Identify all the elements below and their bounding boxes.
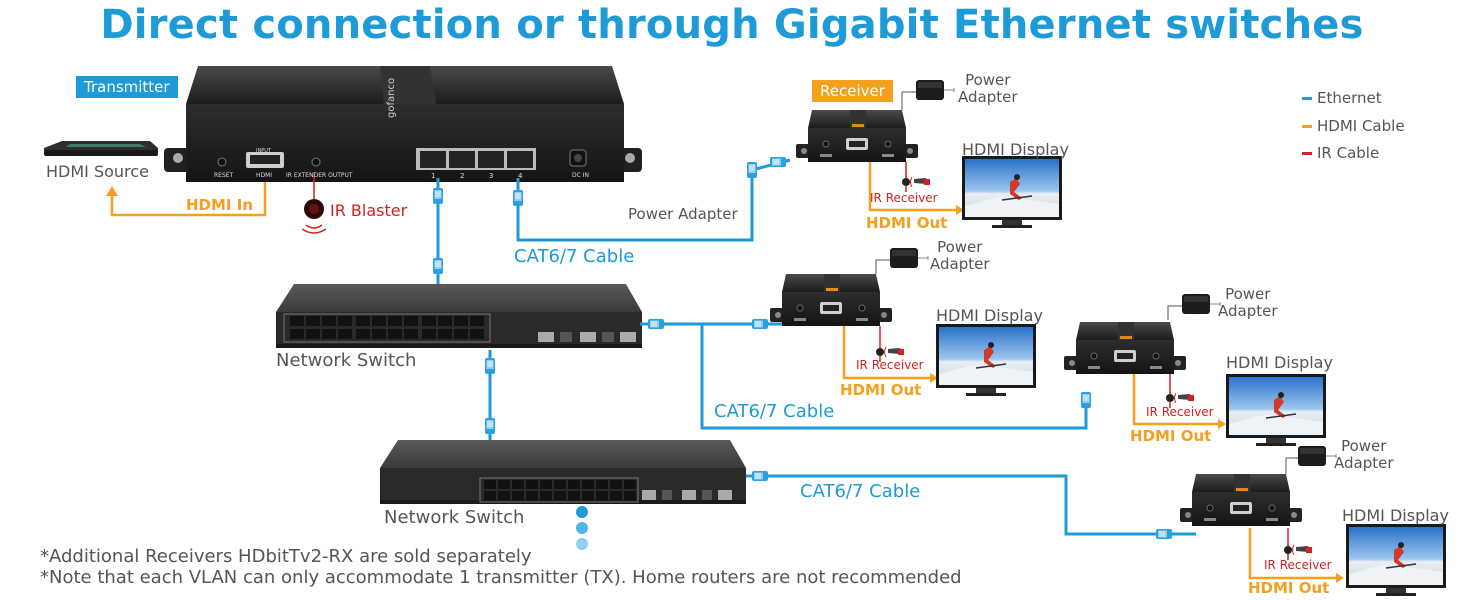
receiver-1-hdmi-out-label: HDMI Out — [866, 214, 948, 232]
receiver-2 — [769, 273, 893, 327]
receiver-2-display-label: HDMI Display — [936, 306, 1043, 325]
lan-port-3-label: 3 — [489, 172, 494, 180]
network-switch-1-label: Network Switch — [276, 350, 417, 371]
ir-blaster-icon — [301, 172, 327, 234]
network-switch-1 — [276, 284, 642, 348]
hdmi-display-3 — [1225, 373, 1327, 447]
cable-label-2: CAT6/7 Cable — [714, 401, 835, 422]
receiver-3 — [1063, 321, 1187, 375]
lan-port-4-label: 4 — [518, 172, 523, 180]
receiver-1-display-label: HDMI Display — [962, 140, 1069, 159]
receiver-3-hdmi-out-label: HDMI Out — [1130, 427, 1212, 445]
legend-ir: IR Cable — [1302, 144, 1379, 162]
hdmi-in-label: HDMI In — [186, 196, 253, 214]
ir-blaster-label: IR Blaster — [330, 201, 408, 220]
hdmi-display-2 — [935, 323, 1037, 397]
power-adapter-cable-label: Power Adapter — [628, 205, 738, 223]
transmitter-device — [164, 66, 642, 182]
cable-label-3: CAT6/7 Cable — [800, 481, 921, 502]
receiver-1-ir-label: IR Receiver — [870, 191, 938, 205]
hdmi-source-device — [44, 141, 158, 156]
legend-hdmi-swatch — [1302, 125, 1312, 128]
receiver-4-hdmi-out-label: HDMI Out — [1248, 579, 1330, 597]
hdmi-display-4 — [1345, 523, 1447, 597]
transmitter-dc-label: DC IN — [572, 172, 589, 179]
receiver-1 — [795, 109, 919, 163]
receiver-3-display-label: HDMI Display — [1226, 353, 1333, 372]
note-additional-receivers: *Additional Receivers HDbitTv2-RX are so… — [40, 546, 532, 567]
legend-ir-swatch — [1302, 152, 1312, 155]
hdmi-display-1 — [961, 155, 1063, 229]
receiver-2-hdmi-out-label: HDMI Out — [840, 381, 922, 399]
hdmi-in-cable — [110, 176, 267, 217]
receiver-4-ir-label: IR Receiver — [1264, 558, 1332, 572]
receiver-4 — [1179, 473, 1303, 527]
diagram-title: Direct connection or through Gigabit Eth… — [100, 2, 1364, 48]
network-switch-2-label: Network Switch — [384, 507, 525, 528]
note-vlan: *Note that each VLAN can only accommodat… — [40, 567, 962, 588]
receiver-4-display-label: HDMI Display — [1342, 506, 1449, 525]
transmitter-ir-label: IR EXTENDER OUTPUT — [286, 172, 353, 179]
transmitter-hdmi-label: HDMI — [256, 172, 273, 179]
cable-label-1: CAT6/7 Cable — [514, 246, 635, 267]
receiver-tag: Receiver — [812, 80, 893, 102]
network-switch-2 — [380, 440, 746, 504]
receiver-3-ir-label: IR Receiver — [1146, 405, 1214, 419]
lan-port-2-label: 2 — [460, 172, 465, 180]
transmitter-brand: gofanco — [386, 77, 397, 118]
legend-hdmi: HDMI Cable — [1302, 117, 1405, 135]
hdmi-source-label: HDMI Source — [46, 162, 149, 181]
transmitter-input-label: INPUT — [256, 148, 271, 154]
legend-ethernet: Ethernet — [1302, 89, 1382, 107]
transmitter-tag: Transmitter — [76, 76, 178, 98]
lan-port-1-label: 1 — [431, 172, 436, 180]
receiver-2-ir-label: IR Receiver — [856, 358, 924, 372]
transmitter-reset-label: RESET — [214, 172, 234, 179]
legend-ethernet-swatch — [1302, 97, 1312, 100]
